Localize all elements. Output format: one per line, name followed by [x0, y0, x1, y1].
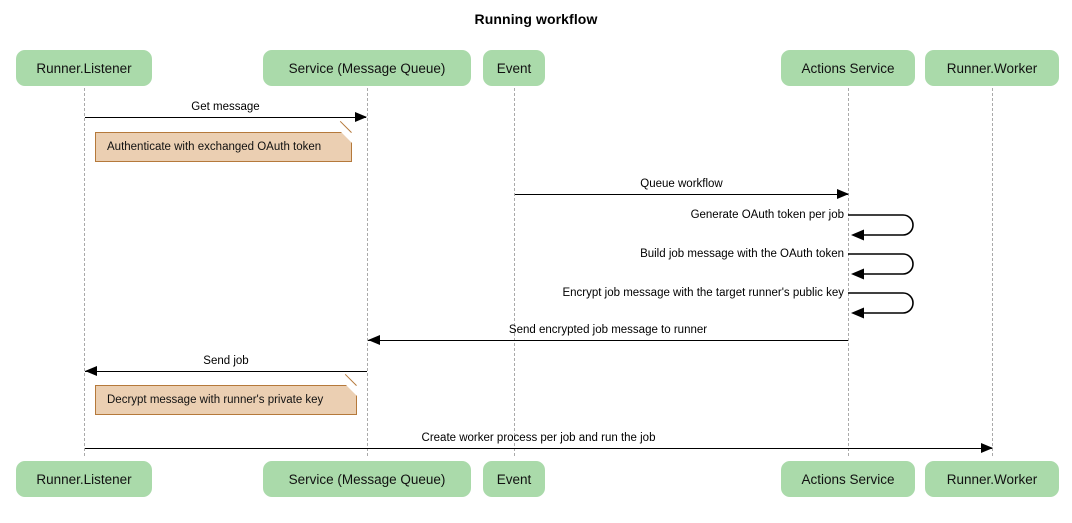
- lifeline-service-message-queue: [367, 88, 368, 456]
- message-label-queue-workflow: Queue workflow: [640, 178, 723, 190]
- message-line-get-message: [85, 117, 366, 118]
- participant-label: Actions Service: [801, 471, 895, 487]
- participant-label: Runner.Listener: [36, 471, 132, 487]
- participant-label: Runner.Listener: [36, 60, 132, 76]
- self-message-encrypt-job-message-with-the-target-runners-public-key: [848, 287, 928, 319]
- message-line-send-job: [85, 371, 367, 372]
- participant-event-bottom[interactable]: Event: [483, 461, 545, 497]
- message-label-get-message: Get message: [191, 101, 260, 113]
- message-label-create-worker-process-per-job-and-run-the-job: Create worker process per job and run th…: [421, 432, 656, 444]
- message-line-queue-workflow: [515, 194, 848, 195]
- arrowhead-send-job: [85, 366, 97, 376]
- arrowhead-send-encrypted-job-message-to-runner: [368, 335, 380, 345]
- participant-label: Event: [496, 471, 532, 487]
- message-label-build-job-message-with-the-oauth-token: Build job message with the OAuth token: [640, 248, 844, 260]
- participant-label: Event: [496, 60, 532, 76]
- participant-label: Service (Message Queue): [288, 60, 446, 76]
- lifeline-event: [514, 88, 515, 456]
- participant-runner-listener-bottom[interactable]: Runner.Listener: [16, 461, 152, 497]
- participant-label: Runner.Worker: [946, 60, 1038, 76]
- message-label-encrypt-job-message-with-the-target-runners-public-key: Encrypt job message with the target runn…: [562, 287, 844, 299]
- participant-label: Service (Message Queue): [288, 471, 446, 487]
- participant-service-message-queue-top[interactable]: Service (Message Queue): [263, 50, 471, 86]
- message-line-send-encrypted-job-message-to-runner: [368, 340, 848, 341]
- lifeline-runner-worker: [992, 88, 993, 456]
- participant-event-top[interactable]: Event: [483, 50, 545, 86]
- note-fold-icon: [341, 132, 352, 143]
- participant-actions-service-top[interactable]: Actions Service: [781, 50, 915, 86]
- lifeline-runner-listener: [84, 88, 85, 456]
- note-decrypt-message-with-runners-private-key: Decrypt message with runner's private ke…: [95, 373, 357, 415]
- participant-service-message-queue-bottom[interactable]: Service (Message Queue): [263, 461, 471, 497]
- participant-runner-listener-top[interactable]: Runner.Listener: [16, 50, 152, 86]
- note-text: Authenticate with exchanged OAuth token: [107, 141, 322, 153]
- participant-runner-worker-bottom[interactable]: Runner.Worker: [925, 461, 1059, 497]
- message-label-send-job: Send job: [203, 355, 249, 367]
- participant-actions-service-bottom[interactable]: Actions Service: [781, 461, 915, 497]
- note-fold-icon: [346, 385, 357, 396]
- note-text: Decrypt message with runner's private ke…: [107, 394, 324, 406]
- self-message-generate-oauth-token-per-job: [848, 209, 928, 241]
- note-fold-edge-icon: [340, 120, 352, 133]
- arrowhead-get-message: [355, 112, 367, 122]
- note-fold-edge-icon: [345, 373, 357, 386]
- participant-label: Actions Service: [801, 60, 895, 76]
- message-label-send-encrypted-job-message-to-runner: Send encrypted job message to runner: [508, 324, 708, 336]
- message-label-generate-oauth-token-per-job: Generate OAuth token per job: [690, 209, 844, 221]
- participant-label: Runner.Worker: [946, 471, 1038, 487]
- note-authenticate-with-exchanged-oauth-token: Authenticate with exchanged OAuth token: [95, 120, 352, 162]
- arrowhead-queue-workflow: [837, 189, 849, 199]
- self-message-build-job-message-with-the-oauth-token: [848, 248, 928, 280]
- message-line-create-worker-process-per-job-and-run-the-job: [85, 448, 992, 449]
- diagram-title: Running workflow: [474, 11, 598, 27]
- arrowhead-create-worker-process-per-job-and-run-the-job: [981, 443, 993, 453]
- participant-runner-worker-top[interactable]: Runner.Worker: [925, 50, 1059, 86]
- lifeline-actions-service: [848, 88, 849, 456]
